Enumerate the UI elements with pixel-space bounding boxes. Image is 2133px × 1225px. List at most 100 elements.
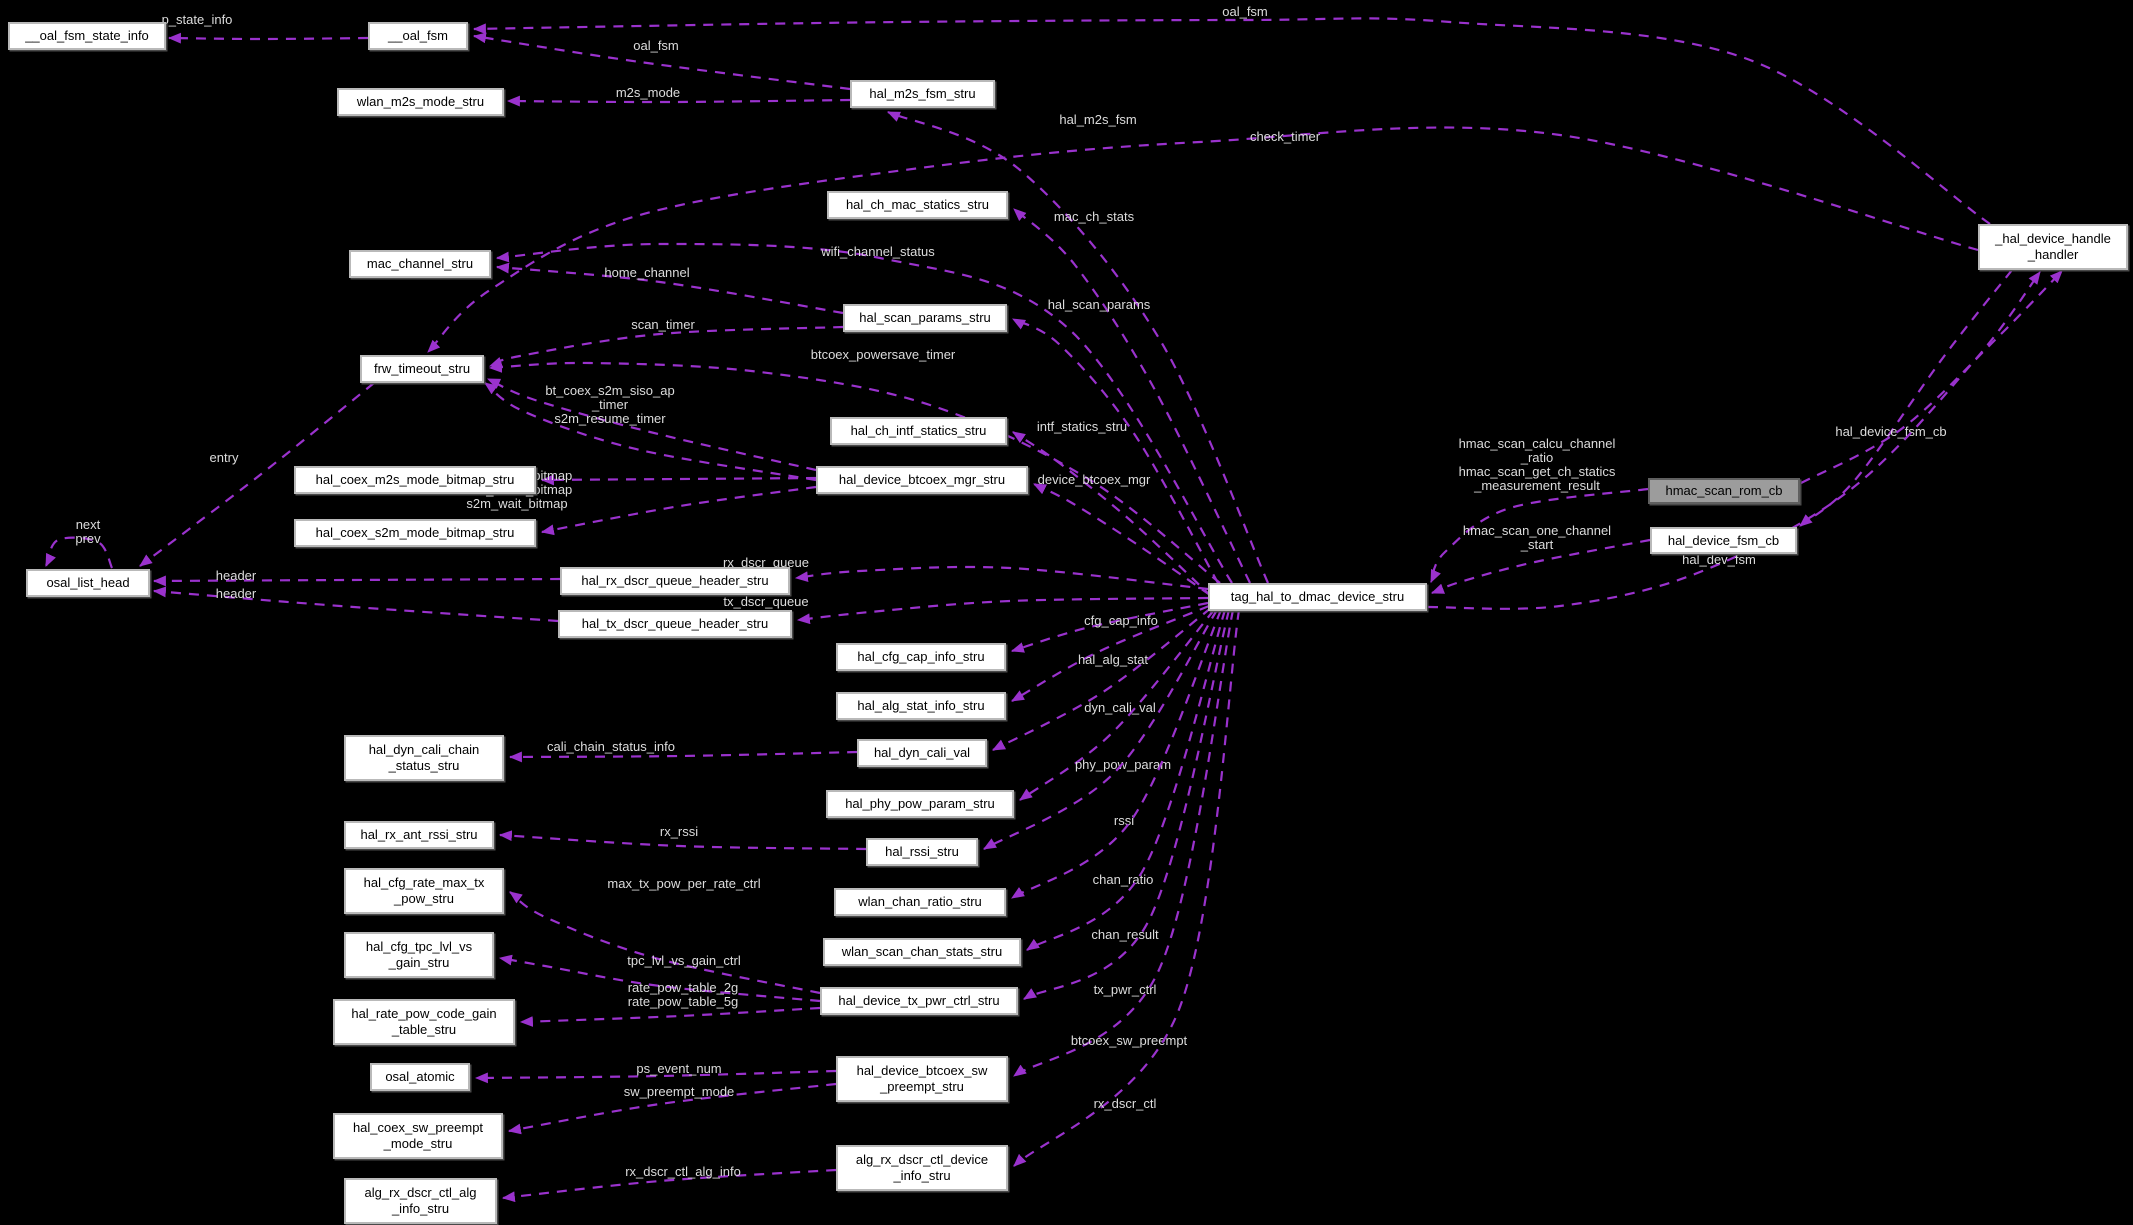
- edge-label-tag_hal_to_dmac_device_stru--hal_device_btcoex_sw_preempt_stru: btcoex_sw_preempt: [1071, 1033, 1188, 1048]
- edge-tag_hal_to_dmac_device_stru--wlan_scan_chan_stats_stru: [1026, 609, 1227, 951]
- edge-label-tag_hal_to_dmac_device_stru--hal_device_btcoex_mgr_stru: device_btcoex_mgr: [1038, 472, 1151, 487]
- edge-alg_rx_dscr_ctl_device_info_stru--alg_rx_dscr_ctl_alg_info_stru: [501, 1168, 837, 1203]
- node-hal_device_tx_pwr_ctrl_stru[interactable]: hal_device_tx_pwr_ctrl_stru: [820, 987, 1018, 1015]
- node-hal_device_btcoex_sw_preempt_stru[interactable]: hal_device_btcoex_sw_preempt_stru: [836, 1056, 1008, 1102]
- edge-label-hal_device_tx_pwr_ctrl_stru--hal_cfg_rate_max_tx_pow_stru: max_tx_pow_per_rate_ctrl: [607, 876, 760, 891]
- node-label: hal_cfg_cap_info_stru: [857, 649, 985, 664]
- node-hal_scan_params_stru[interactable]: hal_scan_params_stru: [843, 304, 1007, 332]
- edge-label-hal_device_handle_handler--frw_timeout_stru: check_timer: [1250, 129, 1321, 144]
- node-label: mac_channel_stru: [366, 256, 474, 271]
- node-wlan_chan_ratio_stru[interactable]: wlan_chan_ratio_stru: [834, 888, 1006, 916]
- node-label: hal_dyn_cali_val: [873, 745, 971, 760]
- edge-hal_device_btcoex_mgr_stru--frw_timeout_stru: [484, 382, 817, 482]
- node-label: hal_rx_dscr_queue_header_stru: [581, 573, 769, 588]
- node-label: _hal_device_handle: [1995, 231, 2111, 246]
- node-hal_rssi_stru[interactable]: hal_rssi_stru: [866, 838, 978, 866]
- edge-label-tag_hal_to_dmac_device_stru--hal_rx_dscr_queue_header_stru: rx_dscr_queue: [723, 555, 809, 570]
- node-hal_cfg_cap_info_stru[interactable]: hal_cfg_cap_info_stru: [836, 643, 1006, 671]
- node-mac_channel_stru[interactable]: mac_channel_stru: [349, 250, 491, 278]
- edge-label-hal_device_fsm_cb--tag_hal_to_dmac_device_stru: hmac_scan_one_channel_start: [1463, 523, 1611, 552]
- node-wlan_scan_chan_stats_stru[interactable]: wlan_scan_chan_stats_stru: [823, 938, 1021, 966]
- edge-label-tag_hal_to_dmac_device_stru--hal_scan_params_stru: hal_scan_params: [1048, 297, 1151, 312]
- edge-label-hal_device_handle_handler--hal_device_fsm_cb: hal_device_fsm_cb: [1835, 424, 1946, 439]
- node-hal_coex_s2m_mode_bitmap_stru[interactable]: hal_coex_s2m_mode_bitmap_stru: [294, 519, 536, 547]
- node-label: wlan_chan_ratio_stru: [858, 894, 982, 909]
- node-label: hal_coex_m2s_mode_bitmap_stru: [315, 472, 515, 487]
- edge-label-hal_scan_params_stru--frw_timeout_stru: scan_timer: [631, 317, 695, 332]
- node-hal_rx_dscr_queue_header_stru[interactable]: hal_rx_dscr_queue_header_stru: [560, 567, 790, 595]
- node-tag_hal_to_dmac_device_stru[interactable]: tag_hal_to_dmac_device_stru: [1208, 583, 1427, 611]
- edge-label-tag_hal_to_dmac_device_stru--wlan_chan_ratio_stru: chan_ratio: [1093, 872, 1154, 887]
- edge-tag_hal_to_dmac_device_stru--hal_device_btcoex_sw_preempt_stru: [1013, 609, 1235, 1077]
- node-hal_tx_dscr_queue_header_stru[interactable]: hal_tx_dscr_queue_header_stru: [558, 610, 792, 638]
- node-hal_dyn_cali_val[interactable]: hal_dyn_cali_val: [857, 739, 987, 767]
- node-hmac_scan_rom_cb[interactable]: hmac_scan_rom_cb: [1648, 478, 1800, 504]
- node-hal_cfg_tpc_lvl_vs_gain_stru[interactable]: hal_cfg_tpc_lvl_vs_gain_stru: [344, 932, 494, 978]
- edge-tag_hal_to_dmac_device_stru--hal_device_tx_pwr_ctrl_stru: [1023, 609, 1231, 1000]
- edge-label-frw_timeout_stru--osal_list_head: entry: [210, 450, 239, 465]
- node-label: osal_list_head: [46, 575, 130, 590]
- node-label: hal_ch_mac_statics_stru: [845, 197, 990, 212]
- node-hal_device_btcoex_mgr_stru[interactable]: hal_device_btcoex_mgr_stru: [816, 466, 1028, 494]
- node-alg_rx_dscr_ctl_alg_info_stru[interactable]: alg_rx_dscr_ctl_alg_info_stru: [344, 1178, 497, 1224]
- edge-label-tag_hal_to_dmac_device_stru--hal_device_tx_pwr_ctrl_stru: tx_pwr_ctrl: [1094, 982, 1157, 997]
- edge-tag_hal_to_dmac_device_stru--hal_device_btcoex_mgr_stru: [1033, 483, 1211, 596]
- node-frw_timeout_stru[interactable]: frw_timeout_stru: [360, 355, 484, 383]
- node-osal_list_head[interactable]: osal_list_head: [26, 569, 150, 597]
- node-label: alg_rx_dscr_ctl_alg: [364, 1185, 477, 1200]
- edge-hal_device_btcoex_mgr_stru--frw_timeout_stru: [487, 377, 817, 472]
- edge-hal_scan_params_stru--mac_channel_stru: [495, 262, 844, 315]
- node-label: hal_m2s_fsm_stru: [869, 86, 976, 101]
- node-hal_alg_stat_info_stru[interactable]: hal_alg_stat_info_stru: [836, 692, 1006, 720]
- node-label: hal_phy_pow_param_stru: [845, 796, 995, 811]
- node-hal_ch_mac_statics_stru[interactable]: hal_ch_mac_statics_stru: [827, 191, 1008, 219]
- node-label: hal_device_btcoex_sw: [856, 1063, 988, 1078]
- edge-hal_device_btcoex_sw_preempt_stru--osal_atomic: [474, 1069, 837, 1084]
- node-label: hal_tx_dscr_queue_header_stru: [581, 616, 769, 631]
- node-oal_fsm_state_info[interactable]: __oal_fsm_state_info: [8, 22, 166, 50]
- edge-tag_hal_to_dmac_device_stru--hal_m2s_fsm_stru: [887, 110, 1270, 584]
- node-hal_rx_ant_rssi_stru[interactable]: hal_rx_ant_rssi_stru: [344, 821, 494, 849]
- node-hal_coex_sw_preempt_mode_stru[interactable]: hal_coex_sw_preempt_mode_stru: [333, 1113, 503, 1159]
- node-label: hmac_scan_rom_cb: [1665, 483, 1783, 498]
- node-hal_phy_pow_param_stru[interactable]: hal_phy_pow_param_stru: [826, 790, 1014, 818]
- node-label: _mode_stru: [383, 1136, 453, 1151]
- node-hal_ch_intf_statics_stru[interactable]: hal_ch_intf_statics_stru: [830, 417, 1007, 445]
- edge-label-tag_hal_to_dmac_device_stru--alg_rx_dscr_ctl_device_info_stru: rx_dscr_ctl: [1094, 1096, 1157, 1111]
- edge-label-tag_hal_to_dmac_device_stru--hal_ch_intf_statics_stru: intf_statics_stru: [1037, 419, 1127, 434]
- node-label: hal_coex_sw_preempt: [352, 1120, 484, 1135]
- node-hal_coex_m2s_mode_bitmap_stru[interactable]: hal_coex_m2s_mode_bitmap_stru: [294, 466, 536, 494]
- node-hal_dyn_cali_chain_status_stru[interactable]: hal_dyn_cali_chain_status_stru: [344, 735, 504, 781]
- node-osal_atomic[interactable]: osal_atomic: [370, 1063, 470, 1091]
- edge-label-alg_rx_dscr_ctl_device_info_stru--alg_rx_dscr_ctl_alg_info_stru: rx_dscr_ctl_alg_info: [625, 1164, 741, 1179]
- node-label: tag_hal_to_dmac_device_stru: [1230, 589, 1405, 604]
- edge-oal_fsm--oal_fsm_state_info: [167, 32, 369, 44]
- node-hal_device_handle_handler[interactable]: _hal_device_handle_handler: [1978, 224, 2128, 270]
- edge-label-tag_hal_to_dmac_device_stru--frw_timeout_stru: btcoex_powersave_timer: [811, 347, 956, 362]
- edge-label-hal_device_btcoex_sw_preempt_stru--osal_atomic: ps_event_num: [636, 1061, 721, 1076]
- edge-label-tag_hal_to_dmac_device_stru--hal_ch_mac_statics_stru: mac_ch_stats: [1054, 209, 1135, 224]
- edge-tag_hal_to_dmac_device_stru--alg_rx_dscr_ctl_device_info_stru: [1013, 609, 1241, 1167]
- edge-hal_device_handle_handler--oal_fsm: [472, 17, 1991, 225]
- node-wlan_m2s_mode_stru[interactable]: wlan_m2s_mode_stru: [337, 88, 504, 116]
- node-oal_fsm[interactable]: __oal_fsm: [368, 22, 468, 50]
- node-alg_rx_dscr_ctl_device_info_stru[interactable]: alg_rx_dscr_ctl_device_info_stru: [836, 1145, 1008, 1191]
- edge-label-hal_rssi_stru--hal_rx_ant_rssi_stru: rx_rssi: [660, 824, 698, 839]
- node-label: _handler: [2027, 247, 2079, 262]
- node-label: alg_rx_dscr_ctl_device: [855, 1152, 989, 1167]
- node-hal_cfg_rate_max_tx_pow_stru[interactable]: hal_cfg_rate_max_tx_pow_stru: [344, 868, 504, 914]
- edge-tag_hal_to_dmac_device_stru--frw_timeout_stru: [488, 361, 1221, 584]
- node-label: frw_timeout_stru: [373, 361, 471, 376]
- node-hal_rate_pow_code_gain_table_stru[interactable]: hal_rate_pow_code_gain_table_stru: [333, 999, 515, 1045]
- node-label: hal_device_fsm_cb: [1667, 532, 1780, 548]
- edge-label-tag_hal_to_dmac_device_stru--hal_dyn_cali_val: dyn_cali_val: [1084, 700, 1156, 715]
- node-label: _gain_stru: [388, 955, 450, 970]
- node-hal_m2s_fsm_stru[interactable]: hal_m2s_fsm_stru: [850, 80, 995, 108]
- node-label: _pow_stru: [394, 891, 454, 906]
- edge-tag_hal_to_dmac_device_stru--hal_alg_stat_info_stru: [1011, 604, 1210, 702]
- node-hal_device_fsm_cb[interactable]: hal_device_fsm_cb: [1650, 527, 1797, 554]
- edge-label-oal_fsm--oal_fsm_state_info: p_state_info: [162, 12, 233, 27]
